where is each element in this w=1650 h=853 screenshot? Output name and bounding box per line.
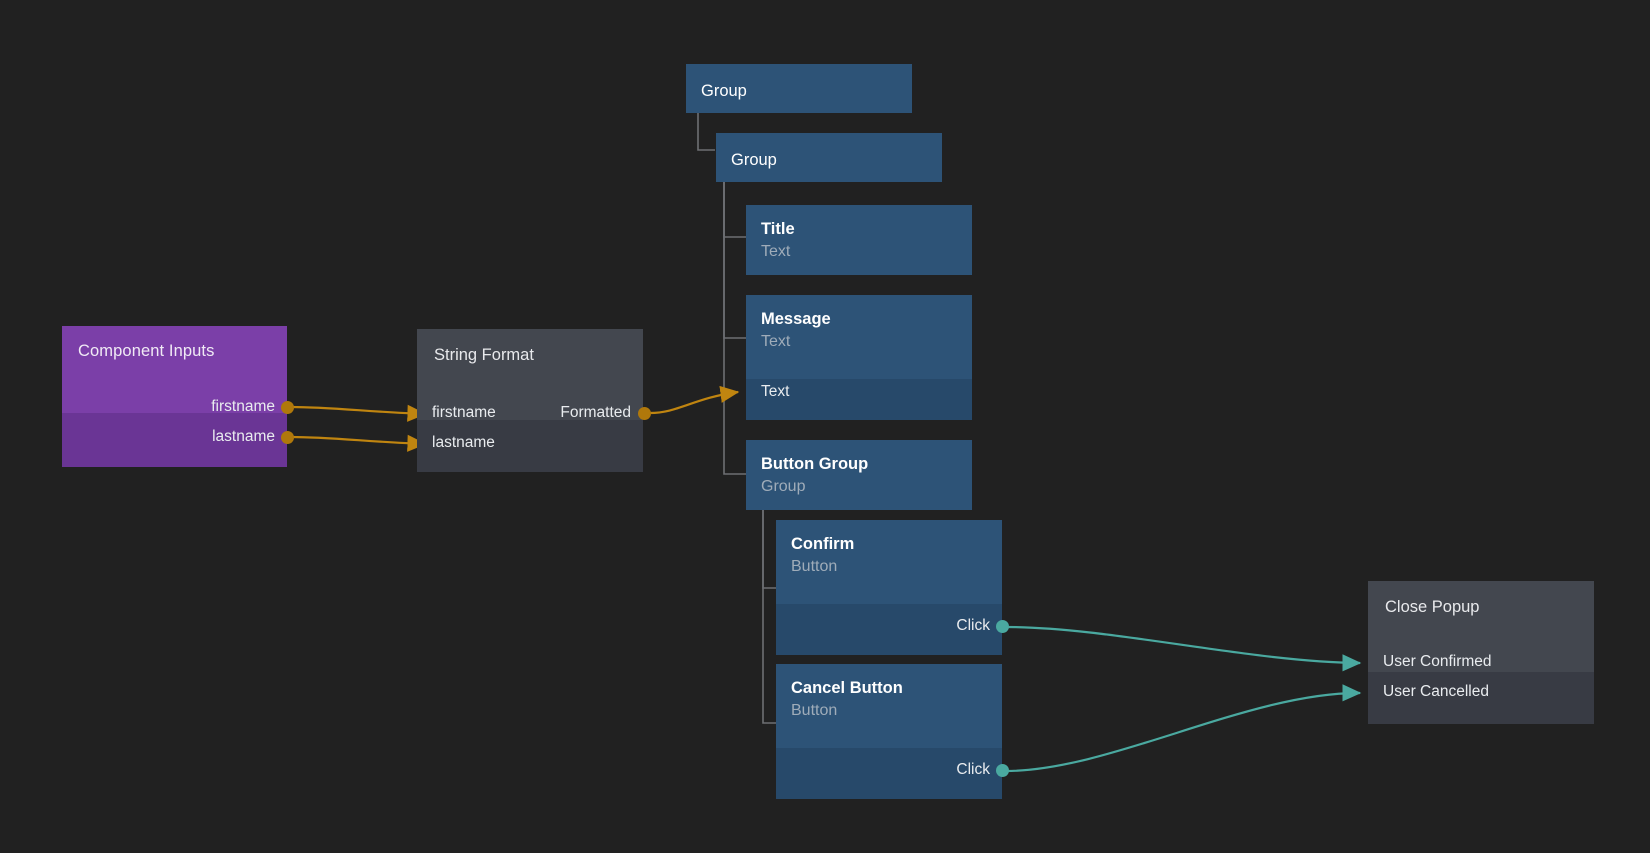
port-label-firstname-out[interactable]: firstname (211, 398, 275, 415)
node-group-inner[interactable]: Group (716, 133, 942, 182)
node-body (776, 748, 1002, 799)
node-subtitle: Group (761, 478, 806, 495)
node-group-outer[interactable]: Group (686, 64, 912, 113)
node-subtitle: Text (761, 333, 791, 350)
port-label-lastname-out[interactable]: lastname (212, 428, 275, 445)
port-dot-confirm-click[interactable] (996, 620, 1009, 633)
port-dot-lastname-out[interactable] (281, 431, 294, 444)
port-label-firstname-in[interactable]: firstname (432, 404, 496, 421)
node-component-inputs[interactable]: Component Inputs (62, 326, 287, 467)
node-title: Group (701, 82, 747, 100)
node-body (62, 413, 287, 467)
port-dot-formatted-out[interactable] (638, 407, 651, 420)
node-title: Message (761, 310, 831, 328)
node-title: String Format (434, 346, 534, 364)
node-string-format[interactable]: String Format (417, 329, 643, 472)
node-title-element[interactable]: Title Text (746, 205, 972, 275)
event-wires (1005, 625, 1362, 773)
node-cancel-button[interactable]: Cancel Button Button (776, 664, 1002, 799)
node-header: Confirm Button (776, 520, 1002, 604)
port-label-confirm-click[interactable]: Click (956, 617, 990, 634)
node-body (1368, 672, 1594, 724)
port-label-user-cancelled[interactable]: User Cancelled (1383, 683, 1489, 700)
port-label-text-in[interactable]: Text (761, 383, 790, 400)
port-label-lastname-in[interactable]: lastname (432, 434, 495, 451)
node-header: Component Inputs (62, 326, 287, 413)
node-body (417, 420, 643, 472)
node-title: Title (761, 220, 795, 238)
node-header: Message Text (746, 295, 972, 379)
port-label-formatted-out[interactable]: Formatted (560, 404, 631, 421)
node-header: Group (686, 64, 912, 113)
port-label-cancel-click[interactable]: Click (956, 761, 990, 778)
node-message-element[interactable]: Message Text (746, 295, 972, 420)
node-button-group[interactable]: Button Group Group (746, 440, 972, 510)
node-title: Component Inputs (78, 342, 215, 360)
port-dot-cancel-click[interactable] (996, 764, 1009, 777)
node-confirm-button[interactable]: Confirm Button (776, 520, 1002, 655)
node-header: Title Text (746, 205, 972, 275)
node-header: Close Popup (1368, 581, 1594, 672)
node-subtitle: Button (791, 702, 838, 719)
node-subtitle: Text (761, 243, 791, 260)
node-title: Button Group (761, 455, 869, 473)
node-close-popup[interactable]: Close Popup (1368, 581, 1594, 724)
node-body (746, 379, 972, 420)
node-title: Close Popup (1385, 598, 1480, 616)
node-header: Group (716, 133, 942, 182)
node-header: String Format (417, 329, 643, 420)
port-dot-firstname-out[interactable] (281, 401, 294, 414)
node-subtitle: Button (791, 558, 838, 575)
node-title: Confirm (791, 535, 855, 553)
node-body (776, 604, 1002, 655)
port-label-user-confirmed[interactable]: User Confirmed (1383, 653, 1492, 670)
node-header: Button Group Group (746, 440, 972, 510)
node-title: Cancel Button (791, 679, 903, 697)
node-header: Cancel Button Button (776, 664, 1002, 748)
node-title: Group (731, 151, 777, 169)
